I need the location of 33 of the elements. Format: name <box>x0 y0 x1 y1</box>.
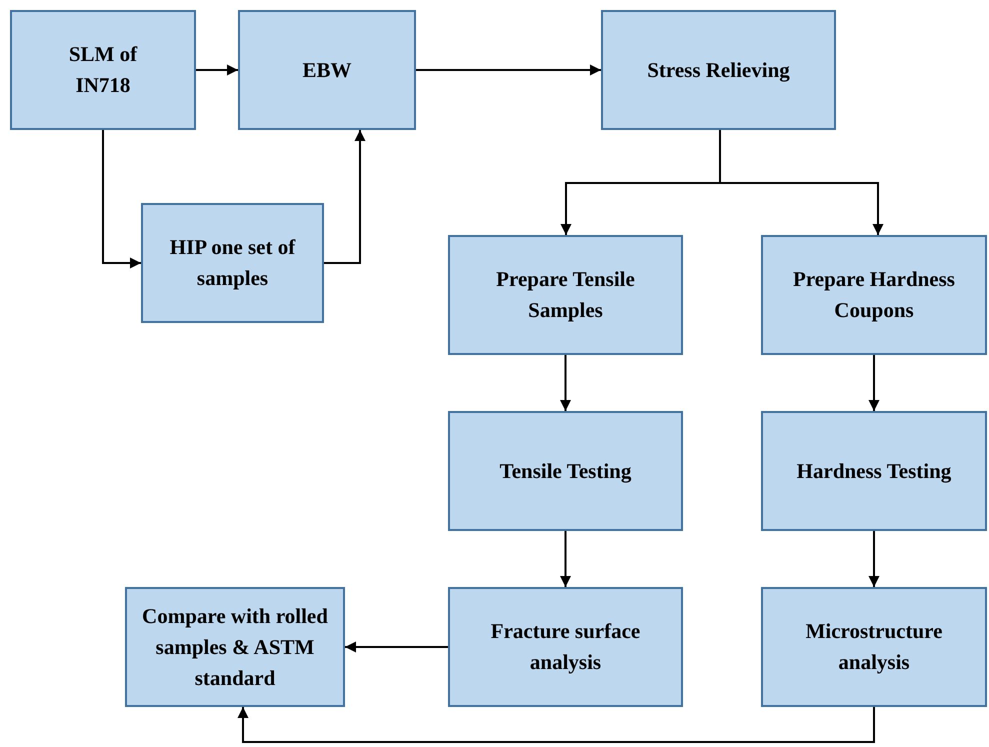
process-box <box>238 10 416 130</box>
process-box <box>10 10 196 130</box>
arrow <box>196 64 238 76</box>
box-label: Microstructure analysis <box>804 618 944 676</box>
process-box <box>761 235 987 355</box>
arrow <box>345 642 448 652</box>
arrow <box>868 355 880 411</box>
arrow <box>560 355 571 411</box>
arrow <box>416 64 601 76</box>
process-box <box>448 587 683 707</box>
arrow <box>868 531 880 587</box>
box-label: Prepare Hardness Coupons <box>792 266 956 324</box>
process-box <box>448 411 683 531</box>
box-label: Hardness Testing <box>796 458 952 485</box>
process-box <box>761 411 987 531</box>
arrow <box>560 531 571 587</box>
process-box <box>761 587 987 707</box>
process-box <box>125 587 345 707</box>
box-label: Compare with rolled samples & ASTM standard <box>141 602 329 692</box>
box-label: Fracture surface analysis <box>490 618 642 676</box>
process-box <box>601 10 836 130</box>
process-box <box>141 203 324 323</box>
box-label: HIP one set of samples <box>168 234 296 292</box>
arrow <box>719 130 884 235</box>
box-label: Stress Relieving <box>647 56 790 84</box>
arrow <box>324 130 366 264</box>
box-label: Prepare Tensile Samples <box>495 266 636 324</box>
process-box <box>448 235 683 355</box>
box-label: Tensile Testing <box>500 458 632 485</box>
arrow <box>238 707 875 743</box>
box-label: EBW <box>302 56 352 84</box>
box-label: SLM of IN718 <box>68 41 138 99</box>
arrow <box>102 130 141 268</box>
